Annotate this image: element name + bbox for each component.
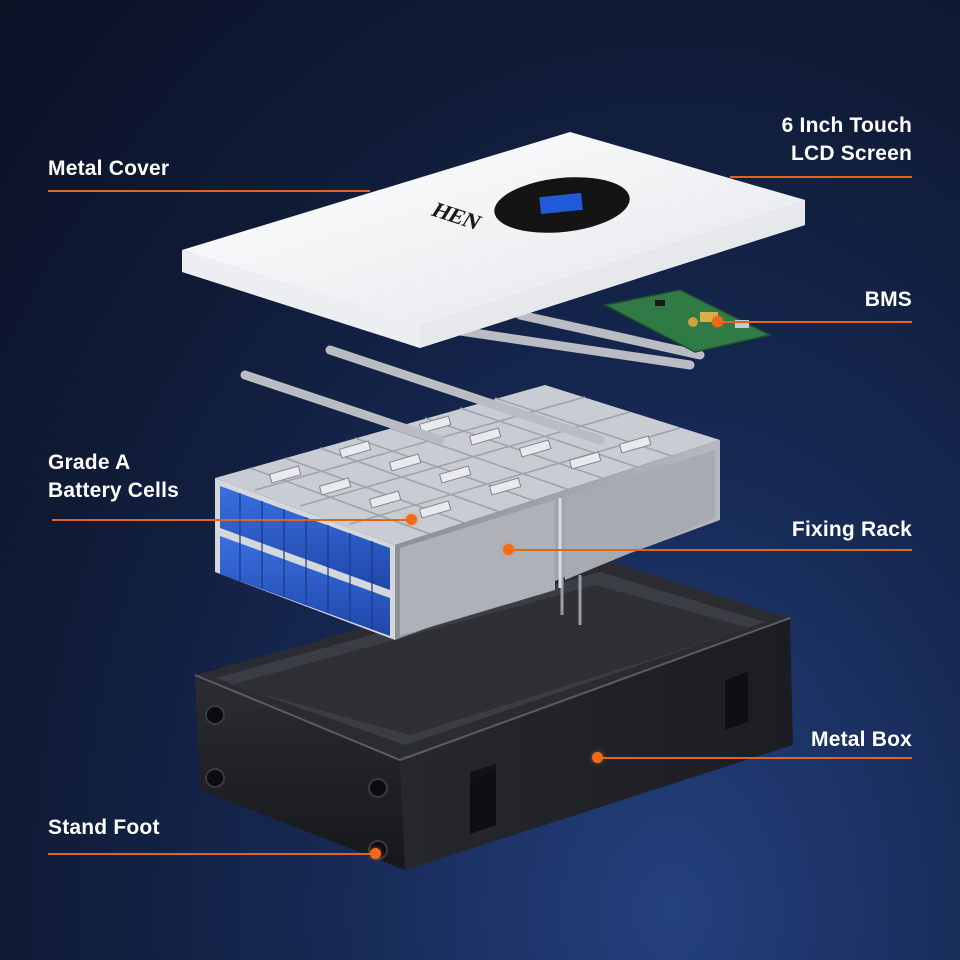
battery-cells-text-line2: Battery Cells — [48, 479, 179, 502]
metal-cover-label: Metal Cover — [48, 155, 169, 183]
battery-cells-text-line1: Grade A — [48, 451, 131, 474]
battery-pack-shape — [215, 385, 720, 640]
lcd-screen-text-line1: 6 Inch Touch — [781, 114, 912, 137]
metal-cover-leader — [48, 190, 370, 192]
stand-foot-marker — [370, 848, 381, 859]
bms-leader — [717, 321, 912, 323]
bms-label: BMS — [812, 286, 912, 314]
bms-text: BMS — [864, 288, 912, 311]
fixing-rack-marker — [503, 544, 514, 555]
metal-cover-text: Metal Cover — [48, 157, 170, 180]
battery-cells-marker — [406, 514, 417, 525]
metal-box-shape — [194, 560, 793, 870]
metal-box-text: Metal Box — [811, 728, 912, 751]
metal-box-label: Metal Box — [780, 726, 912, 754]
bms-board-shape — [602, 289, 773, 353]
stand-foot-text: Stand Foot — [48, 816, 160, 839]
bms-marker — [712, 316, 723, 327]
lcd-screen-label: 6 Inch Touch LCD Screen — [700, 112, 912, 168]
fixing-rack-leader — [509, 549, 912, 551]
fixing-rails — [240, 310, 705, 445]
metal-cover-shape: HEN — [182, 132, 805, 348]
lcd-screen-text-line2: LCD Screen — [790, 142, 912, 165]
metal-box-leader — [598, 757, 912, 759]
stand-foot-label: Stand Foot — [48, 814, 160, 842]
stand-foot-leader — [48, 853, 376, 855]
fixing-rack-text: Fixing Rack — [791, 518, 912, 541]
metal-box-marker — [592, 752, 603, 763]
battery-cells-label: Grade A Battery Cells — [48, 449, 179, 505]
lcd-screen-leader — [730, 176, 912, 178]
fixing-rack-label: Fixing Rack — [760, 516, 912, 544]
battery-cells-leader — [52, 519, 414, 521]
